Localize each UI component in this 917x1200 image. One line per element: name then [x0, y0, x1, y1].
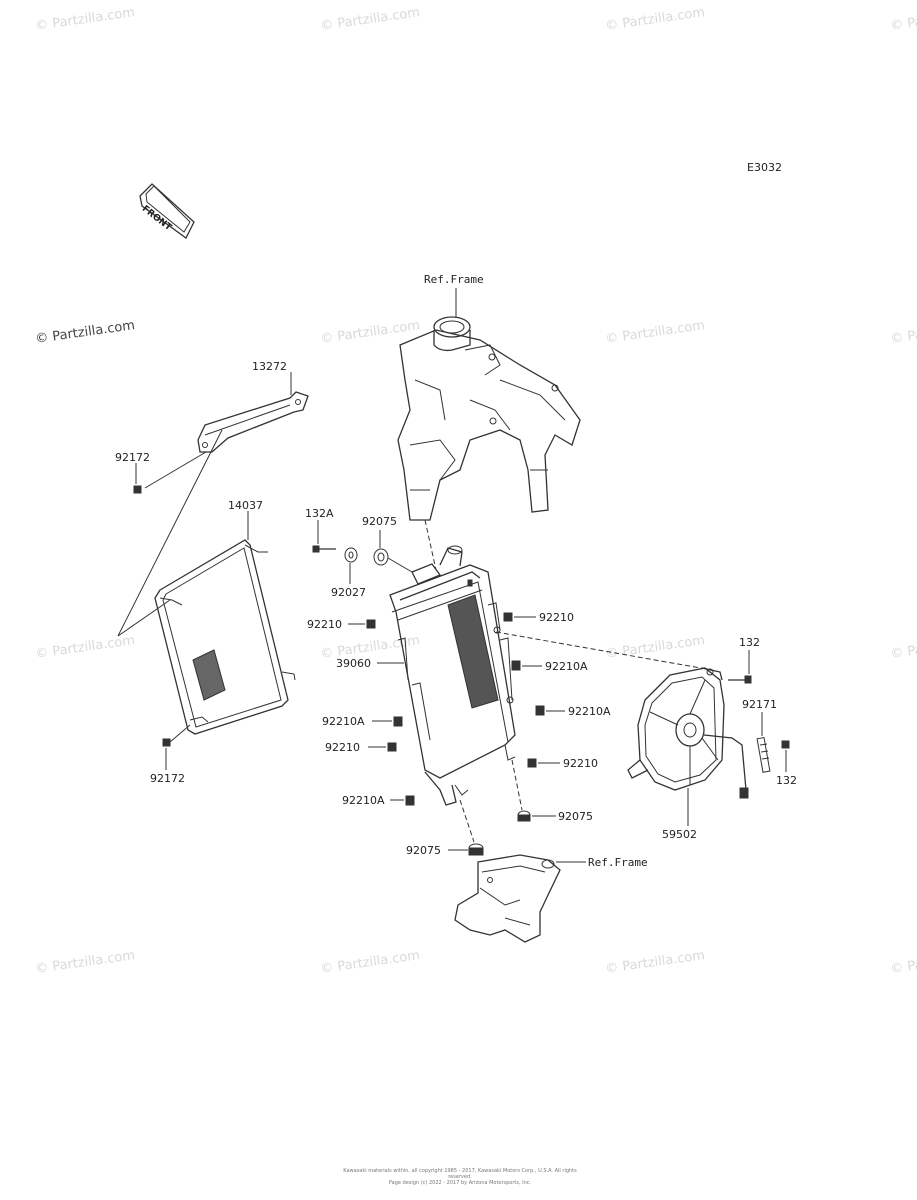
part-number-92075-right: 92075	[558, 810, 593, 823]
bracket-13272-shape	[197, 391, 309, 453]
clip-92210-r2-icon	[527, 758, 537, 768]
frame-bottom-shape	[454, 854, 561, 943]
clip-92210A-l1-icon	[393, 716, 403, 727]
part-number-132-top: 132	[739, 636, 760, 649]
collar-92027-icon	[344, 547, 358, 563]
part-number-132A: 132A	[305, 507, 334, 520]
part-number-59502: 59502	[662, 828, 697, 841]
part-number-92210-r1: 92210	[539, 611, 574, 624]
leader-line	[459, 799, 475, 843]
grommet-92075-top-icon	[373, 548, 389, 566]
bolt-132-bottom-icon	[781, 740, 790, 749]
collar-92171-icon	[756, 736, 771, 773]
bolt-132-top-icon	[728, 675, 752, 684]
diagram-code: E3032	[747, 161, 782, 174]
part-number-92210A-r2: 92210A	[568, 705, 611, 718]
leader-line	[169, 724, 191, 743]
bolt-132A-icon	[312, 545, 336, 553]
part-number-92210-l2: 92210	[325, 741, 360, 754]
ref-frame-top-label: Ref.Frame	[424, 273, 484, 286]
leader-line	[511, 759, 523, 811]
frame-top-shape	[397, 316, 581, 521]
part-number-92172-bottom: 92172	[150, 772, 185, 785]
part-number-39060: 39060	[336, 657, 371, 670]
leader-line	[495, 631, 713, 671]
clip-92210-r1-icon	[503, 612, 513, 622]
part-number-92172-top: 92172	[115, 451, 150, 464]
radiator-39060-shape	[389, 545, 516, 806]
radiator-fins	[447, 594, 499, 709]
clip-92210-l2-icon	[387, 742, 397, 752]
copyright-footer: Kawasaki materials within, all copyright…	[340, 1168, 580, 1186]
part-number-92075-left: 92075	[406, 844, 441, 857]
leader-line	[117, 429, 223, 637]
leader-line	[424, 519, 437, 571]
part-number-14037: 14037	[228, 499, 263, 512]
part-number-13272: 13272	[252, 360, 287, 373]
fan-59502-shape	[627, 667, 749, 799]
front-arrow-icon	[139, 183, 195, 239]
part-number-92027: 92027	[331, 586, 366, 599]
screen-mesh	[192, 649, 226, 701]
part-number-92210A-l2: 92210A	[342, 794, 385, 807]
part-number-92210-r2: 92210	[563, 757, 598, 770]
bolt-92172-bottom-icon	[162, 738, 171, 747]
copyright-line-2: Page design (c) 2022 - 2017 by Arizona M…	[388, 1180, 532, 1186]
part-number-132-bottom: 132	[776, 774, 797, 787]
grommet-92075-left-icon	[468, 843, 484, 856]
clip-92210A-l2-icon	[405, 795, 415, 806]
clip-92210A-r1-icon	[511, 660, 521, 671]
part-number-92075-top: 92075	[362, 515, 397, 528]
bolt-92172-top-icon	[133, 485, 142, 494]
leader-line	[144, 451, 207, 489]
part-number-92210A-l1: 92210A	[322, 715, 365, 728]
part-number-92171: 92171	[742, 698, 777, 711]
copyright-line-1: Kawasaki materials within, all copyright…	[343, 1168, 577, 1180]
clip-92210-l1-icon	[366, 619, 376, 629]
ref-frame-bottom-label: Ref.Frame	[588, 856, 648, 869]
part-number-92210-l1: 92210	[307, 618, 342, 631]
grommet-92075-right-icon	[517, 810, 531, 822]
radiator-screen-14037-shape	[154, 539, 296, 735]
clip-92210A-r2-icon	[535, 705, 545, 716]
part-number-92210A-r1: 92210A	[545, 660, 588, 673]
leader-line	[387, 557, 413, 573]
